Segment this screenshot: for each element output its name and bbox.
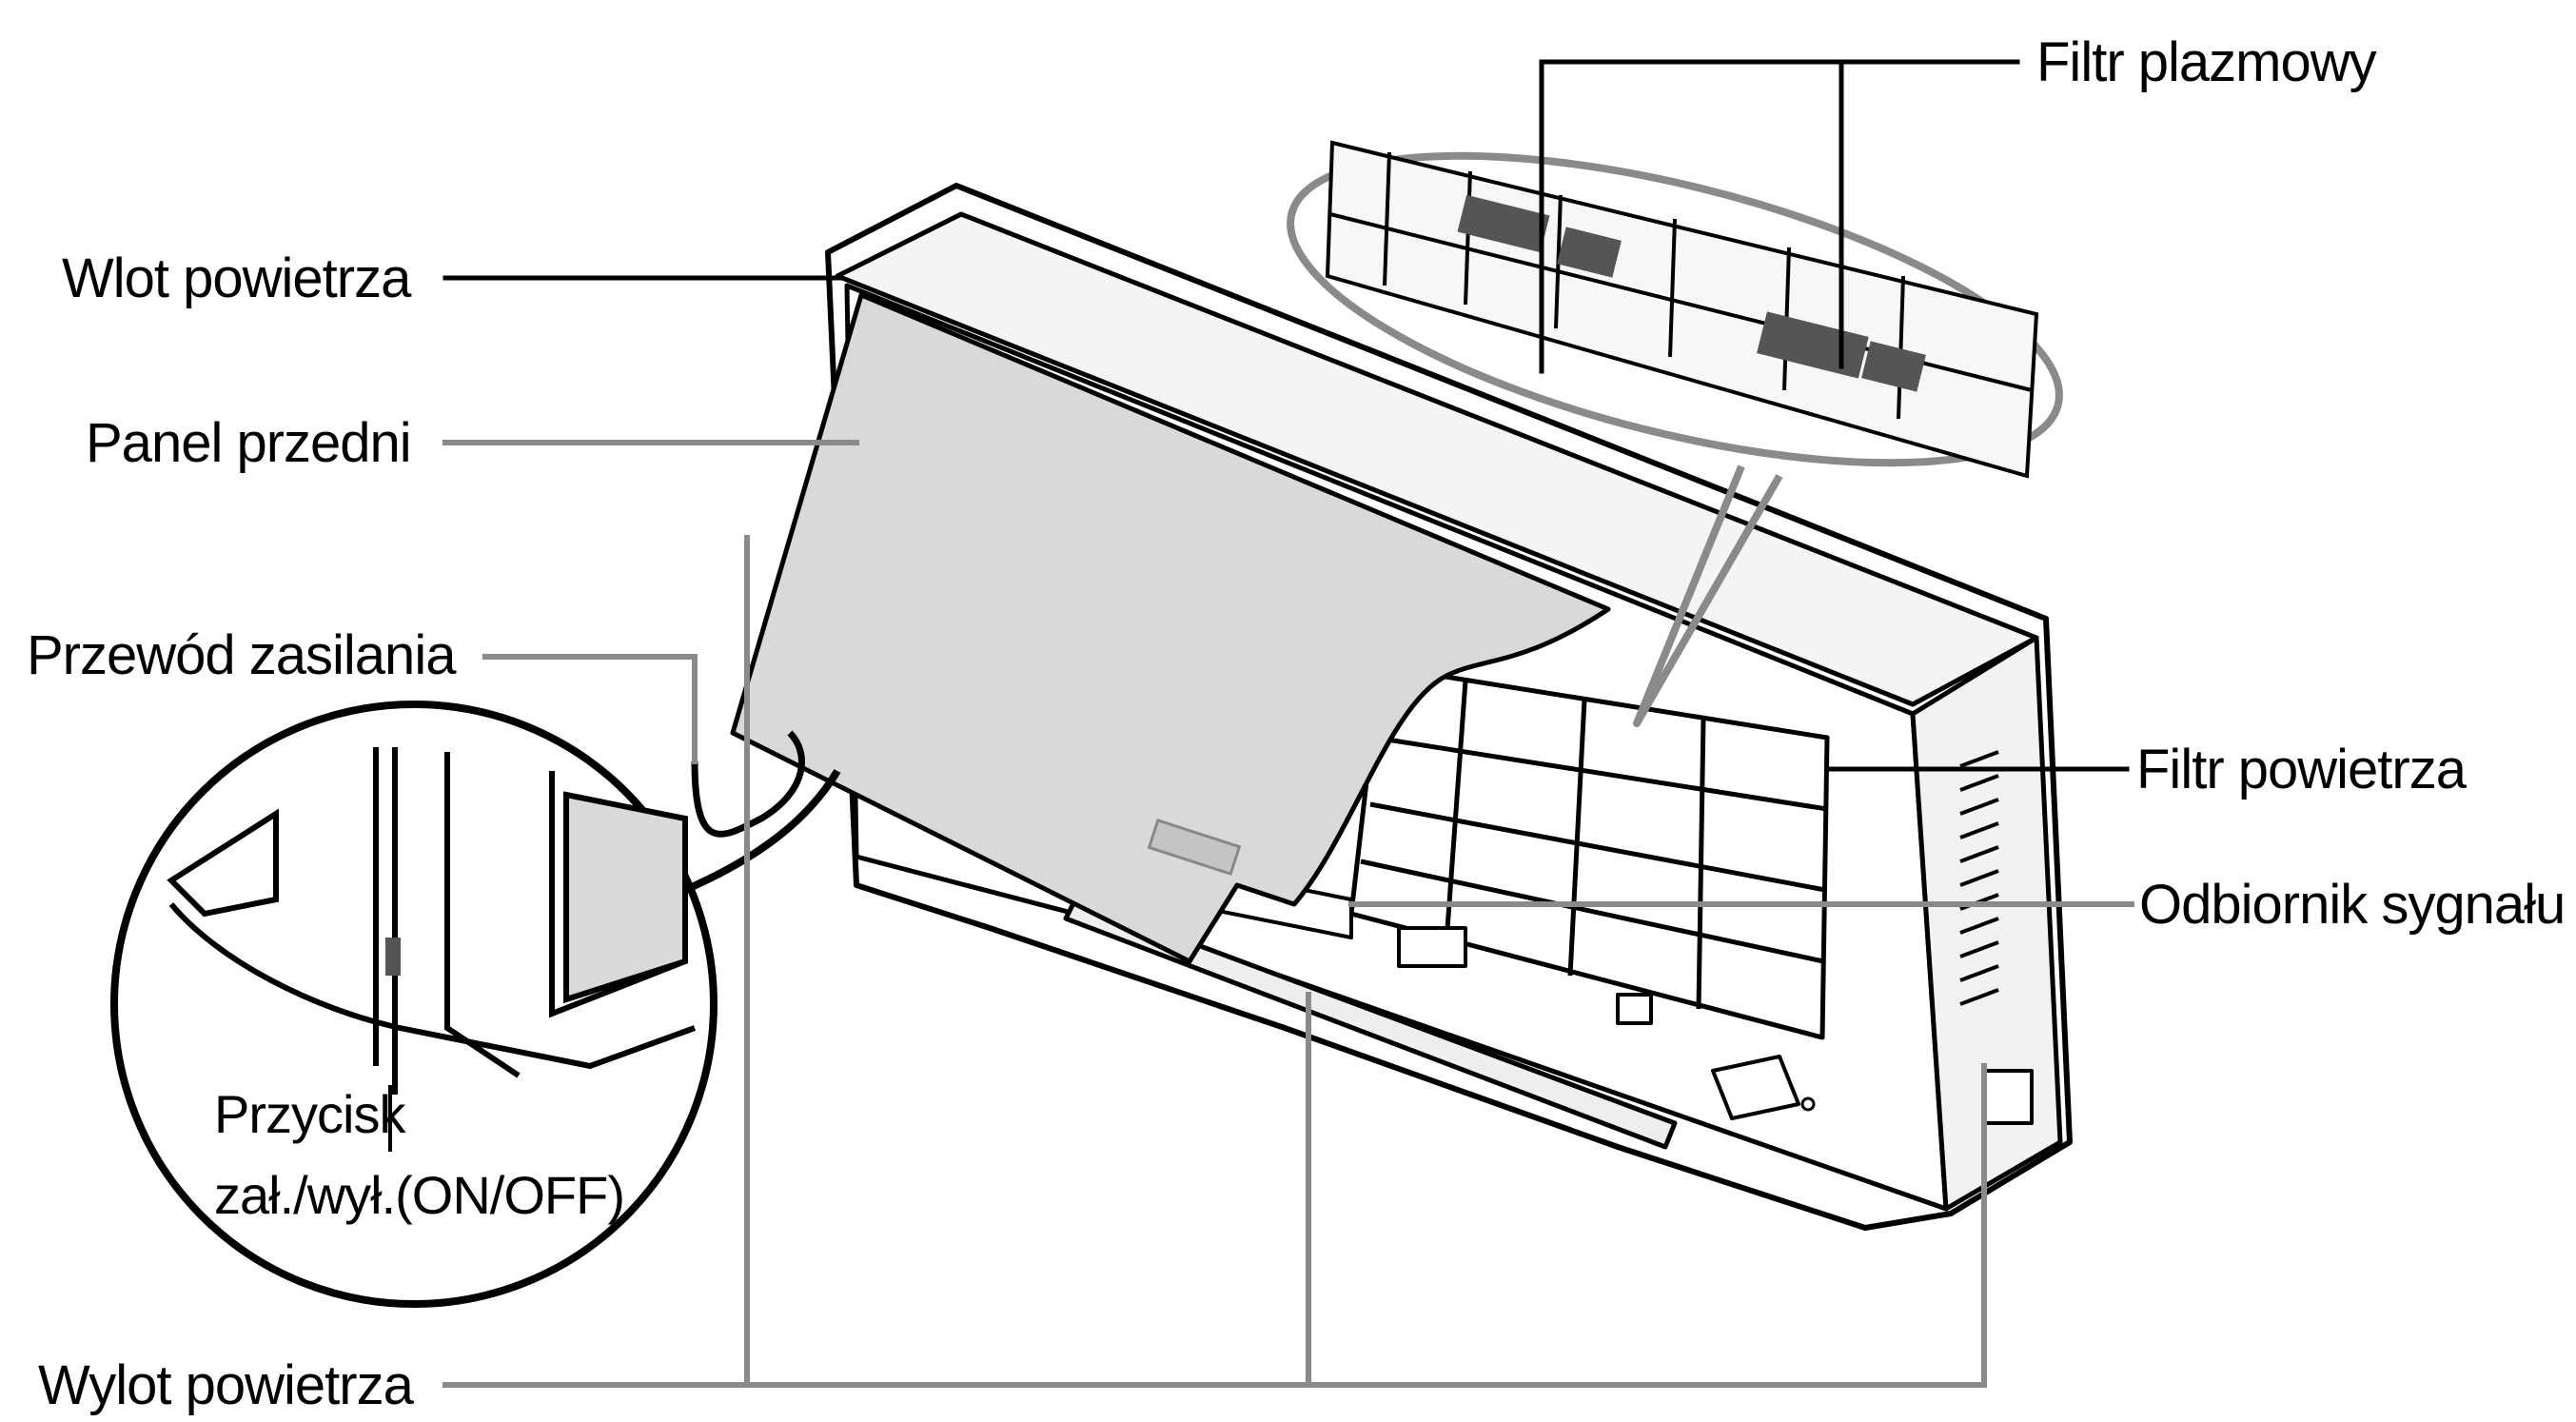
- onoff-button: [385, 938, 401, 976]
- front-panel-label: Panel przedni: [86, 412, 411, 474]
- onoff-zoom-detail: [167, 747, 697, 1095]
- plasma-zoom-pointer: [1633, 464, 1783, 727]
- signal-receiver-label: Odbiornik sygnału: [2139, 874, 2565, 936]
- outlet-flap: [1063, 897, 1678, 1150]
- plasma-grille-blocks: [1457, 194, 1926, 392]
- air-filter-grid: [1348, 663, 1830, 1040]
- side-connector: [1982, 1069, 2034, 1125]
- onoff-button-label-line2: zał./wył.(ON/OFF): [214, 1165, 624, 1225]
- plasma-filter-leader: [1539, 59, 2020, 374]
- onoff-zoom: [110, 701, 841, 1308]
- plasma-filter-zoom: [1287, 140, 2063, 727]
- plasma-filter-label: Filtr plazmowy: [2036, 31, 2377, 93]
- front-panel-shape: [730, 292, 1611, 964]
- power-cord-label: Przewód zasilania: [27, 624, 457, 686]
- front-clip: [1616, 993, 1653, 1025]
- side-vent-slots: [1959, 750, 1999, 1006]
- power-cord: [691, 730, 805, 838]
- onoff-button-label-line1: Przycisk: [214, 1084, 406, 1144]
- labels: Filtr plazmowy Wlot powietrza Panel prze…: [27, 31, 2566, 1416]
- onoff-zoom-pointer: [683, 768, 841, 894]
- bottom-connector: [1711, 1055, 1800, 1120]
- air-outlet-label: Wylot powietrza: [38, 1354, 415, 1416]
- air-filter-label: Filtr powietrza: [2136, 739, 2468, 800]
- front-panel-tab: [1147, 818, 1242, 877]
- leader-lines: [442, 59, 2134, 1388]
- power-cord-leader: [482, 654, 698, 764]
- air-inlet-label: Wlot powietrza: [62, 247, 412, 309]
- air-outlet-leaders: [442, 535, 1987, 1388]
- receiver-button: [1397, 926, 1467, 968]
- indicator-dot: [1800, 1096, 1816, 1112]
